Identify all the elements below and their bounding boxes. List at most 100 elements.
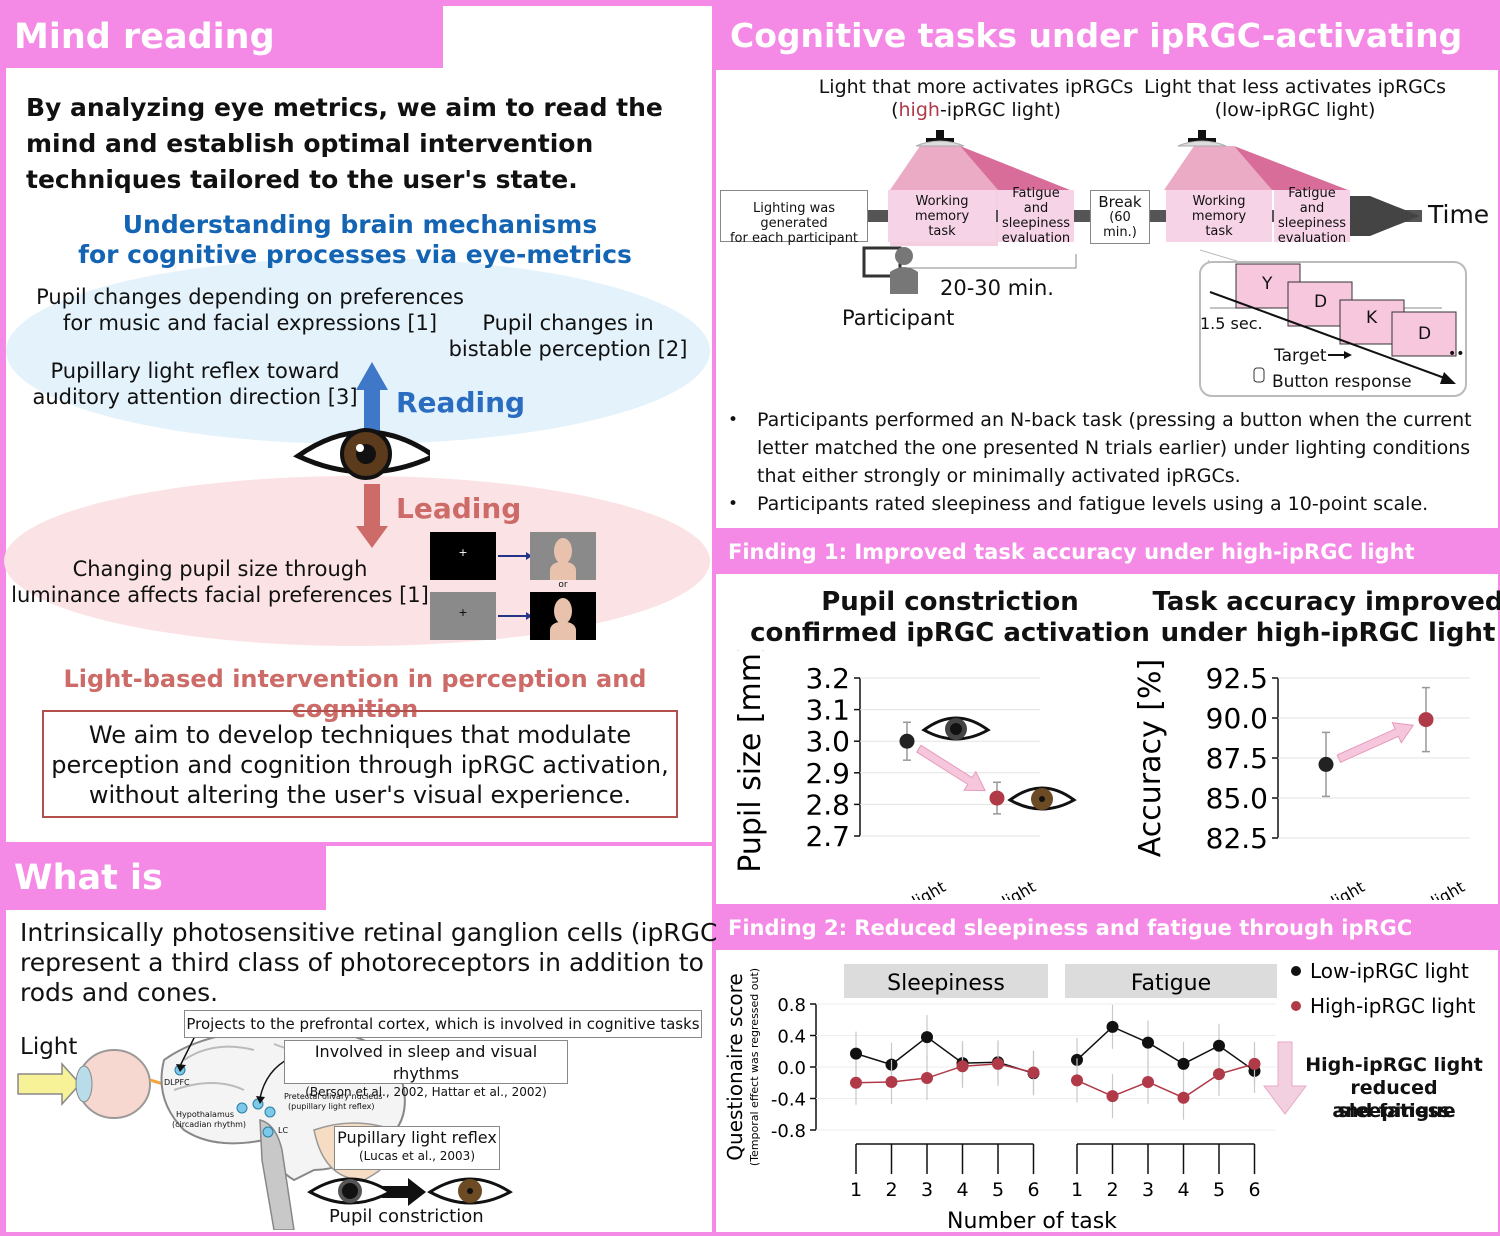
data-point (992, 1057, 1004, 1070)
sleep-box: Involved in sleep and visual rhythms (Be… (284, 1040, 568, 1099)
aim-line-2: perception and cognition through ipRGC a… (51, 751, 669, 779)
sec-label: 1.5 sec. (1200, 314, 1263, 333)
iprgc-desc-3: rods and cones. (20, 978, 219, 1007)
panel-title-bg (1065, 964, 1277, 998)
data-point (899, 733, 915, 749)
x-tick-label: 3 (1142, 1179, 1154, 1201)
acc-title-2: under high-ipRGC light (1160, 618, 1496, 648)
intro-text: By analyzing eye metrics, we aim to read… (26, 93, 663, 194)
data-point (1213, 1068, 1225, 1081)
participant-label: Participant (842, 306, 955, 330)
item-bistable-1: Pupil changes in (482, 311, 654, 335)
bullet-2: Participants rated sleepiness and fatigu… (757, 493, 1429, 515)
y-tick-label: 82.5 (1206, 822, 1268, 855)
item-luminance-1: Changing pupil size through (72, 557, 368, 581)
lighting-gen-box: Lighting was generated for each particip… (720, 190, 868, 246)
reduction-arrow (1263, 1041, 1307, 1115)
brain-title-2: for cognitive processes via eye-metrics (78, 240, 632, 269)
y-tick-label: 2.7 (805, 820, 850, 853)
iprgc-desc-1: Intrinsically photosensitive retinal gan… (20, 918, 741, 947)
data-point (1106, 1020, 1119, 1033)
finding2-header: Finding 2: Reduced sleepiness and fatigu… (716, 908, 1500, 980)
note-3: and fatigue (1332, 1100, 1456, 1122)
y-axis-label: Questionaire score (723, 973, 747, 1160)
panel-title: Fatigue (1131, 971, 1211, 996)
panel-title: Sleepiness (887, 971, 1005, 996)
button-response-label: Button response (1272, 372, 1412, 392)
y-tick-label: 3.0 (805, 725, 850, 758)
reading-arrow (356, 362, 388, 434)
bullet-1: Participants performed an N-back task (p… (757, 409, 1472, 487)
x-tick-label: 1 (1071, 1179, 1083, 1201)
nback-inset (1199, 249, 1467, 397)
time-label: Time (1428, 200, 1490, 229)
data-point (1248, 1057, 1261, 1070)
face-icon (554, 598, 572, 624)
dlpfc-label: DLPFC (164, 1078, 190, 1087)
constriction-label: Pupil constriction (329, 1206, 484, 1227)
data-point (1106, 1090, 1119, 1103)
series-line (1076, 1025, 1255, 1072)
data-point (850, 1047, 862, 1060)
iprgc-desc-2: represent a third class of photoreceptor… (20, 948, 704, 977)
low-light-line-1: Light that less activates ipRGCs (1143, 76, 1447, 98)
pupil-title-2: confirmed ipRGC activation (750, 618, 1150, 648)
pupil-title-1: Pupil constriction (821, 587, 1079, 617)
high-light-beam (890, 146, 998, 190)
series-line (855, 1036, 1034, 1075)
data-point (1418, 712, 1434, 728)
y-tick-label: 3.1 (805, 694, 850, 727)
y-tick-label: 2.8 (805, 788, 850, 821)
y-tick-label: 0.0 (777, 1058, 806, 1079)
y-tick-label: -0.4 (771, 1090, 806, 1111)
x-axis-label: Number of task (947, 1209, 1117, 1234)
data-point (1027, 1066, 1040, 1079)
item-auditory-1: Pupillary light reflex toward (50, 359, 340, 383)
item-auditory-2: auditory attention direction [3] (32, 385, 358, 409)
aim-line-3: without altering the user's visual exper… (88, 781, 632, 809)
mind-reading-header: Mind reading (0, 6, 443, 68)
item-music-2: for music and facial expressions [1] (62, 311, 438, 335)
y-tick-label: -0.8 (771, 1121, 806, 1142)
data-point (921, 1031, 933, 1044)
y-axis-label: Pupil size [mm] (733, 650, 768, 873)
nback-letter-1: Y (1262, 274, 1273, 294)
reading-label: Reading (396, 386, 526, 419)
x-tick-label: 5 (1213, 1179, 1225, 1201)
high-word: high (898, 99, 940, 121)
nback-letter-4: D (1418, 324, 1432, 344)
nback-letter-3: K (1366, 308, 1378, 328)
light-arrow (17, 1062, 82, 1106)
y-tick-label: 90.0 (1206, 702, 1268, 735)
leading-arrow (356, 484, 388, 548)
finding1-panel (716, 574, 1498, 904)
hypothalamus-label-1: Hypothalamus (176, 1110, 234, 1119)
data-point (1142, 1036, 1154, 1049)
lc-label: LC (278, 1126, 289, 1135)
acc-title-1: Task accuracy improved (1152, 587, 1500, 617)
duration-label: 20-30 min. (940, 276, 1054, 300)
x-tick-label: Low-ipRGC light (1248, 877, 1368, 900)
ellipse-reading (6, 258, 710, 444)
x-tick-label: 6 (1027, 1179, 1039, 1201)
note-1: High-ipRGC light (1305, 1054, 1483, 1076)
y-tick-label: 3.2 (805, 662, 850, 695)
aim-line-1: We aim to develop techniques that modula… (88, 721, 632, 749)
break-box: Break(60 min.) (1090, 190, 1150, 244)
stimulus-arrows (498, 552, 532, 620)
x-tick-label: 6 (1248, 1179, 1260, 1201)
lc-dot (262, 1126, 274, 1138)
face-dark-bg (530, 592, 596, 640)
or-label: or (558, 580, 568, 590)
pretectal-label-2: (pupillary light reflex) (288, 1102, 375, 1111)
trend-arrow (1336, 722, 1415, 763)
data-point (956, 1060, 969, 1073)
item-bistable-2: bistable perception [2] (448, 337, 688, 361)
data-point (921, 1072, 933, 1085)
y-tick-label: 0.8 (777, 995, 806, 1016)
intervention-title: Light-based intervention in perception a… (63, 665, 647, 723)
